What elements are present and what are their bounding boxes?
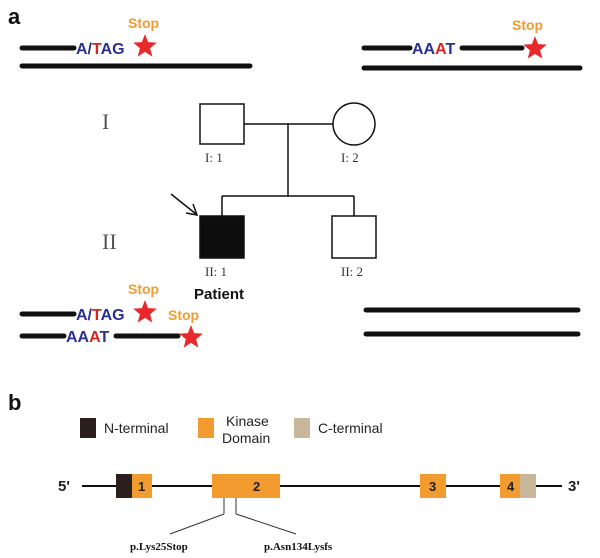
patient-allele-1-stop-label: Stop (128, 281, 159, 297)
panel-a-label: a (8, 4, 21, 29)
exon-3-label: 3 (429, 479, 436, 494)
proband-arrowhead-icon (185, 203, 199, 216)
generation-2-label: II (102, 229, 117, 254)
father-stop-label: Stop (128, 15, 159, 31)
exon-4-block (500, 474, 520, 498)
father-symbol (199, 103, 245, 145)
exon-4-c-terminal-block (520, 474, 536, 498)
sibling-alleles (363, 307, 581, 337)
patient-label: Patient (194, 286, 244, 303)
mother-symbol (332, 102, 376, 146)
sibling-symbol (331, 215, 377, 259)
exon-3-block (420, 474, 446, 498)
panel-b-label: b (8, 390, 21, 415)
legend-kinase-swatch (198, 418, 214, 438)
patient-allele-1-sequence: A/TAG (76, 307, 125, 324)
gene-structure: 5' 3' 1 2 3 4 (58, 474, 580, 498)
three-prime-label: 3' (568, 478, 580, 495)
exon-1-label: 1 (138, 479, 145, 494)
father-id: I: 1 (205, 150, 223, 165)
legend-n-terminal-label: N-terminal (104, 420, 169, 436)
patient-id: II: 1 (205, 264, 227, 279)
father-stop-star-icon (133, 34, 157, 57)
five-prime-label: 5' (58, 478, 70, 495)
mother-stop-star-icon (523, 36, 547, 59)
legend-c-terminal-label: C-terminal (318, 420, 383, 436)
father-alleles: A/TAG Stop (19, 15, 253, 69)
generation-1-label: I (102, 109, 109, 134)
mutation-2-label: p.Asn134Lysfs (264, 541, 333, 553)
mutation-1-label: p.Lys25Stop (130, 541, 188, 553)
patient-allele-1-stop-star-icon (133, 300, 157, 323)
legend-kinase-label-line-1: Kinase (226, 413, 269, 429)
exon-1-block (132, 474, 152, 498)
patient-allele-2-sequence: AAAT (66, 329, 109, 346)
mother-alleles: AAAT Stop (361, 17, 583, 71)
exon-2-block (212, 474, 280, 498)
mutation-callouts: p.Lys25Stop p.Asn134Lysfs (130, 498, 333, 553)
mother-allele-sequence: AAAT (412, 41, 455, 58)
patient-alleles: A/TAG Stop AAAT Stop (19, 281, 203, 348)
exon-4-label: 4 (507, 479, 515, 494)
father-allele-sequence: A/TAG (76, 41, 125, 58)
sibling-id: II: 2 (341, 264, 363, 279)
legend-n-terminal-swatch (80, 418, 96, 438)
patient-allele-2-stop-label: Stop (168, 307, 199, 323)
pedigree (170, 102, 377, 259)
mutation-2-leader (235, 513, 297, 535)
proband-arrow-icon (170, 193, 197, 215)
legend-c-terminal-swatch (294, 418, 310, 438)
patient-symbol (199, 215, 245, 259)
exon-2-label: 2 (253, 479, 260, 494)
legend-kinase-label-line-2: Domain (222, 430, 270, 446)
mutation-1-leader (169, 513, 225, 535)
exon-1-n-terminal-block (116, 474, 132, 498)
patient-allele-2-stop-star-icon (179, 325, 203, 348)
mother-stop-label: Stop (512, 17, 543, 33)
mother-id: I: 2 (341, 150, 359, 165)
